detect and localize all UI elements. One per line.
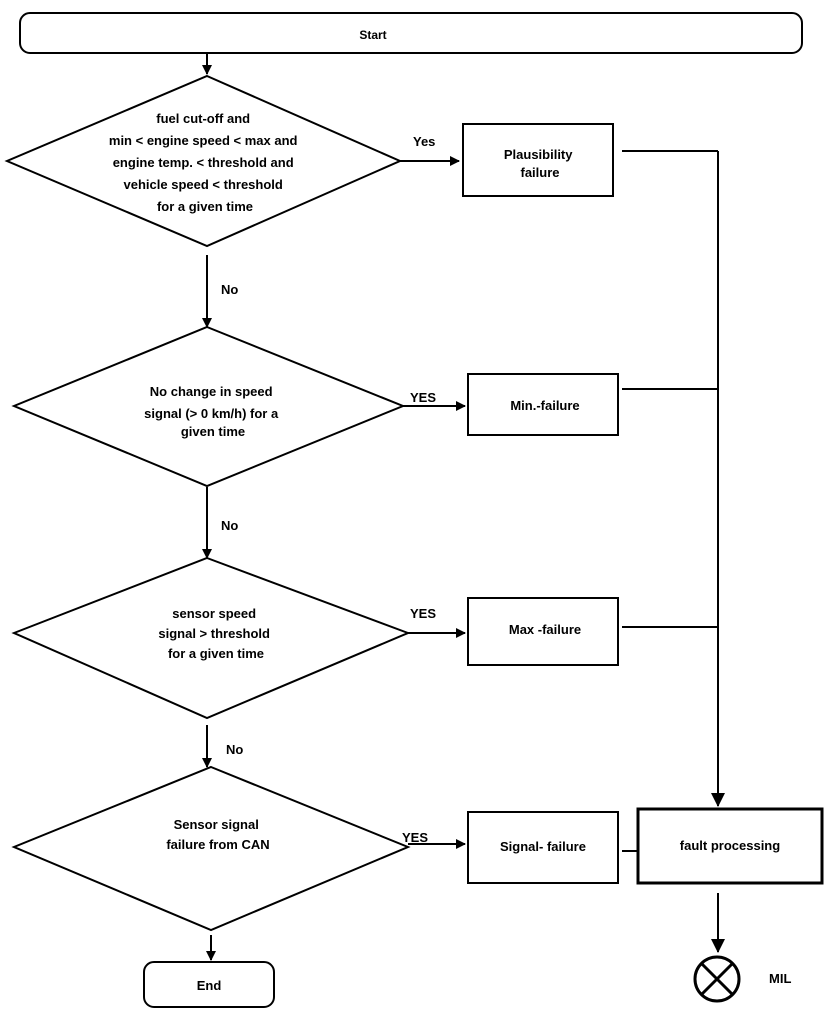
decision-1-line: min < engine speed < max and (109, 133, 298, 148)
start-label: Start (359, 28, 386, 42)
fault-processing-label: fault processing (680, 838, 780, 853)
decision-1-line: fuel cut-off and (156, 111, 250, 126)
decision-3-yes-label: YES (410, 606, 436, 621)
mil-label: MIL (769, 971, 791, 986)
failure-line: failure (520, 165, 559, 180)
decision-3-diamond (11, 556, 411, 720)
decision-1-text: fuel cut-off and min < engine speed < ma… (109, 111, 301, 214)
lamp-cross-icon (693, 955, 741, 1003)
failure-box-max (467, 597, 619, 666)
decision-1-line: for a given time (157, 199, 253, 214)
start-terminal (19, 12, 803, 54)
decision-1-yes-label: Yes (413, 134, 435, 149)
decision-1-no-label: No (221, 282, 238, 297)
decision-3-text: sensor speed signal > threshold for a gi… (158, 606, 273, 661)
decision-4-text: Sensor signal failure from CAN (166, 817, 269, 852)
failure-text-min: Min.-failure (510, 398, 579, 413)
decision-4-yes-label: YES (402, 830, 428, 845)
decision-2-diamond (11, 325, 406, 488)
failure-text-signal: Signal- failure (500, 839, 586, 854)
failure-line: Plausibility (504, 147, 573, 162)
failure-text-max: Max -failure (509, 622, 581, 637)
decision-4-diamond (11, 765, 411, 932)
failure-box-min (467, 373, 619, 436)
failure-box-plausibility (462, 123, 614, 197)
decision-2-yes-label: YES (410, 390, 436, 405)
decision-4-line: Sensor signal (174, 817, 259, 832)
fault-processing-box (636, 807, 824, 885)
decision-1-line: vehicle speed < threshold (124, 177, 283, 192)
decision-2-text: No change in speed signal (> 0 km/h) for… (144, 384, 282, 439)
decision-1-diamond (4, 74, 403, 248)
decision-2-line: No change in speed (150, 384, 273, 399)
decision-2-no-label: No (221, 518, 238, 533)
end-label: End (197, 978, 222, 993)
decision-2-line: signal (> 0 km/h) for a (144, 406, 279, 421)
failure-text-plausibility: Plausibility failure (504, 147, 576, 180)
decision-2-line: given time (181, 424, 245, 439)
decision-3-line: signal > threshold (158, 626, 270, 641)
end-terminal (143, 961, 275, 1008)
decision-3-line: sensor speed (172, 606, 256, 621)
decision-3-line: for a given time (168, 646, 264, 661)
decision-3-no-label: No (226, 742, 243, 757)
decision-1-line: engine temp. < threshold and (113, 155, 294, 170)
decision-4-line: failure from CAN (166, 837, 269, 852)
failure-box-signal (467, 811, 619, 884)
